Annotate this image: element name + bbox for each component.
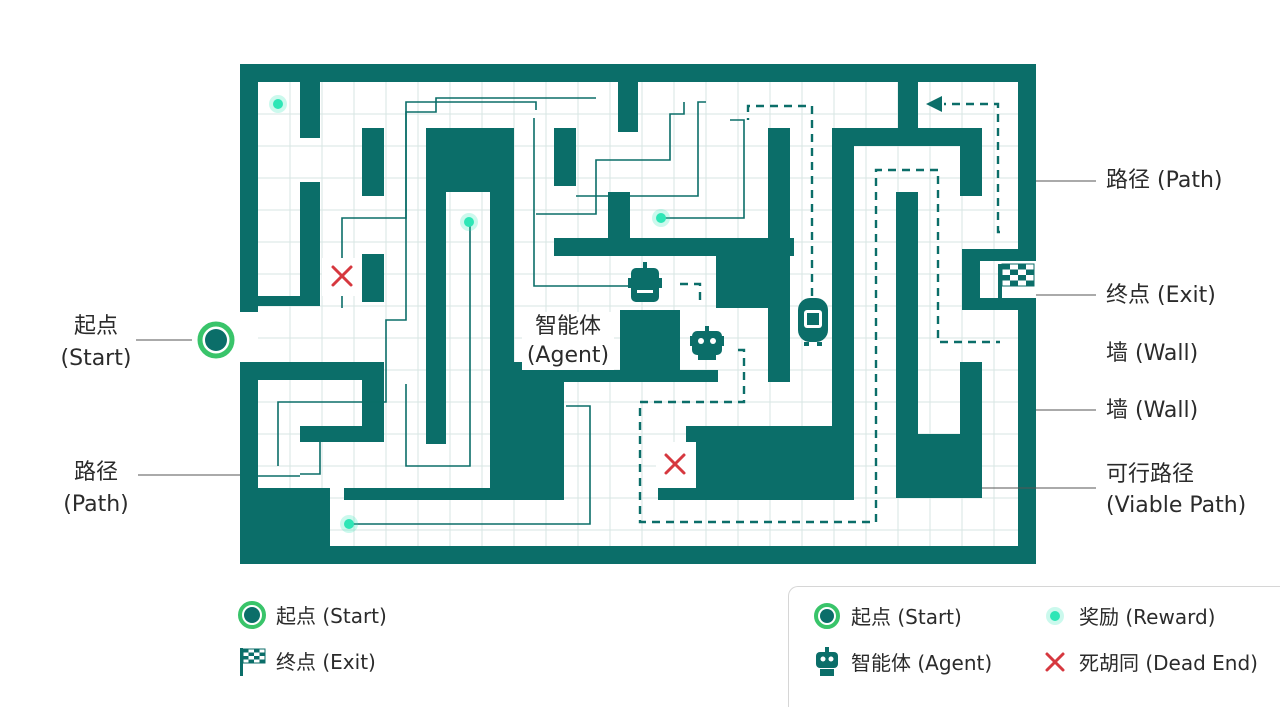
label-agent-zh: 智能体 <box>522 312 614 341</box>
label-path-left-en: (Path) <box>63 492 129 517</box>
label-path-left-zh: 路径 <box>73 460 118 485</box>
legend-left-start-label: 起点 (Start) <box>276 604 387 628</box>
explored-paths <box>258 97 745 525</box>
label-agent-en: (Agent) <box>522 341 614 370</box>
start-icon <box>813 602 841 630</box>
label-viable-path-en: (Viable Path) <box>1106 493 1247 518</box>
leader-lines <box>136 180 1096 489</box>
legend-exit-flag-icon <box>240 648 266 676</box>
legend-start-icon <box>238 601 266 629</box>
reward-dots <box>269 95 670 533</box>
label-viable-path-zh: 可行路径 <box>1106 462 1195 487</box>
path-arrowhead-icon <box>926 96 942 112</box>
legend-item-dead-end: 死胡同 (Dead End) <box>1041 647 1258 676</box>
legend-left-exit-label: 终点 (Exit) <box>276 650 376 674</box>
label-path-right: 路径 (Path) <box>1106 168 1223 193</box>
dead-end-x-icon <box>1041 648 1069 676</box>
legend-item-reward: 奖励 (Reward) <box>1041 601 1215 630</box>
label-start-en: (Start) <box>60 346 132 371</box>
agent-robot-icon <box>628 262 662 302</box>
agent-robot-icon <box>813 646 841 676</box>
label-exit: 终点 (Exit) <box>1106 283 1216 308</box>
legend-agent-label: 智能体 (Agent) <box>851 651 993 675</box>
label-start-zh: 起点 <box>73 314 118 339</box>
exit-flag-icon <box>998 263 1035 308</box>
label-wall-1: 墙 (Wall) <box>1106 341 1199 366</box>
viable-path-dashed <box>638 102 1000 524</box>
legend-item-start: 起点 (Start) <box>813 601 962 630</box>
dead-end-x-icon <box>322 258 696 488</box>
legend-start-label: 起点 (Start) <box>851 605 962 629</box>
agent-robot-icon <box>798 298 828 346</box>
reward-dot-icon <box>1041 602 1069 630</box>
agent-robot-icon <box>690 326 724 360</box>
legend-panel: 起点 (Start) 奖励 (Reward) 智能体 (Agent) 死胡同 (… <box>788 586 1280 707</box>
legend-reward-label: 奖励 (Reward) <box>1079 605 1216 629</box>
label-wall-2: 墙 (Wall) <box>1106 398 1199 423</box>
start-icon <box>197 321 235 359</box>
maze-walls <box>240 64 1036 564</box>
legend-item-agent: 智能体 (Agent) <box>813 646 993 676</box>
legend-dead-end-label: 死胡同 (Dead End) <box>1079 651 1258 675</box>
